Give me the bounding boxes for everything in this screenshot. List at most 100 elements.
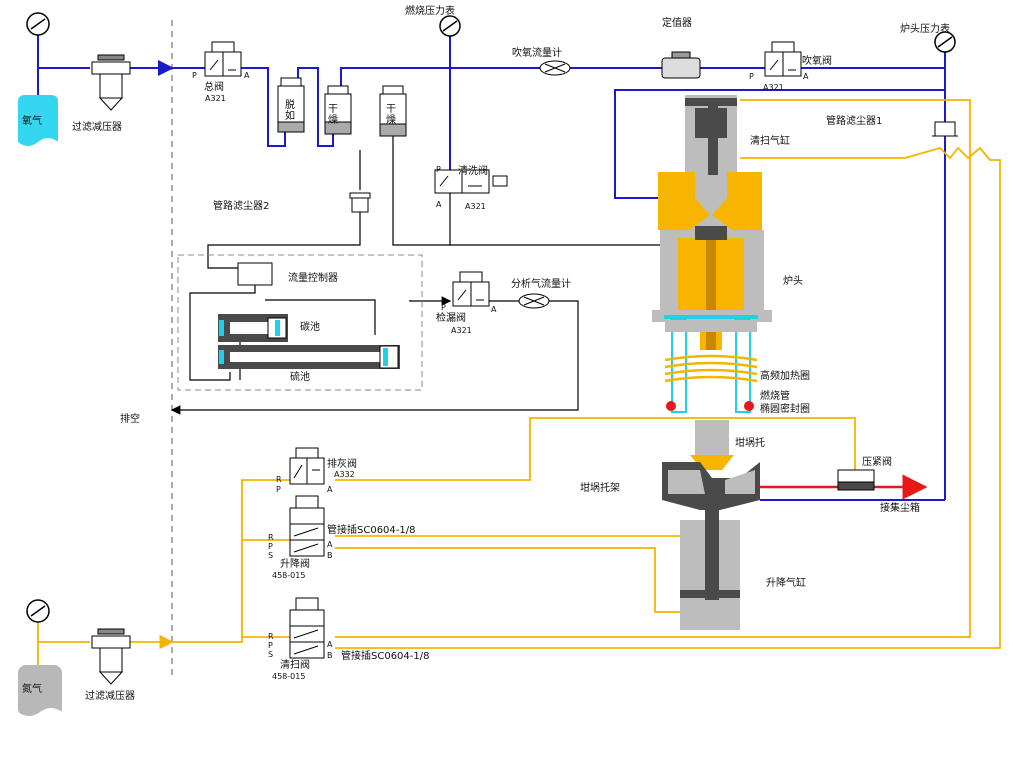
purge-valve-port-r: R: [268, 632, 274, 641]
ash-valve-icon: [289, 447, 325, 485]
nitrogen-lines: [37, 99, 1001, 665]
regulator-label: 定值器: [662, 18, 692, 29]
dryer-3-icon: [379, 85, 407, 137]
connector-1-label: 管接插SC0604-1/8: [327, 525, 416, 536]
flow-controller-label: 流量控制器: [288, 273, 338, 284]
filter-top-label: 过滤减压器: [72, 122, 122, 133]
wash-valve-port-a: A: [436, 200, 442, 209]
pipe-filter-1-label: 管路滤尘器1: [826, 116, 883, 127]
oxygen-lines: [37, 35, 946, 501]
leak-valve-icon: [452, 271, 490, 307]
main-valve-icon: [204, 41, 242, 77]
furnace-gauge-label: 炉头压力表: [900, 24, 950, 35]
combustion-tube-label: 燃烧管: [760, 391, 790, 402]
connector-2-label: 管接插SC0604-1/8: [341, 651, 430, 662]
hf-coil-label: 高频加热圈: [760, 371, 810, 382]
oxygen-gauge-icon: [26, 12, 50, 36]
carbon-cell-icon: [218, 314, 288, 342]
lift-valve-port-p: P: [268, 542, 273, 551]
blow-valve-name: 吹氧阀: [802, 56, 832, 67]
nitrogen-gauge-icon: [26, 599, 50, 623]
filter-bottom-label: 过滤减压器: [85, 691, 135, 702]
lift-valve-model: 458-015: [272, 571, 306, 580]
leak-valve-port-p: P: [441, 303, 446, 312]
blow-flowmeter-icon: [539, 60, 571, 76]
dust-box-label: 接集尘箱: [880, 503, 920, 514]
hf-coil-icon: [664, 354, 758, 383]
lift-valve-name: 升降阀: [280, 559, 310, 570]
dryer-2-label: 干 燥: [328, 104, 338, 126]
crucible-rack-label: 坩埚托架: [580, 483, 620, 494]
wash-valve-port-p: P: [436, 165, 441, 174]
oxygen-tank-label: 氧气: [22, 116, 42, 127]
analysis-box: [177, 254, 423, 391]
purge-valve-port-s: S: [268, 650, 274, 659]
crucible-support-icon: [662, 420, 760, 510]
pressure-valve-icon: [837, 469, 875, 491]
purge-valve-port-p: P: [268, 641, 273, 650]
oxygen-tank-icon: [18, 95, 58, 147]
ash-valve-port-p: P: [276, 485, 281, 494]
main-valve-name: 总阀: [204, 82, 224, 93]
analysis-lines: [170, 125, 660, 415]
combustion-gauge-icon: [439, 15, 461, 37]
wash-valve-name: 清洗阀: [458, 166, 488, 177]
ash-valve-port-a: A: [327, 485, 333, 494]
wash-valve-icon: [434, 169, 508, 194]
lift-valve-port-s: S: [268, 551, 274, 560]
pipe-filter-1-icon: [932, 121, 958, 137]
purge-valve-port-a: A: [327, 640, 333, 649]
purge-valve-name: 清扫阀: [280, 660, 310, 671]
analysis-flowmeter-label: 分析气流量计: [511, 279, 571, 290]
oring-seal-label: 椭圆密封圈: [760, 404, 810, 415]
filter-regulator-bottom-icon: [91, 628, 131, 685]
sulfur-cell-label: 硫池: [290, 372, 310, 383]
furnace-gauge-icon: [934, 31, 956, 53]
wash-valve-model: A321: [465, 202, 486, 211]
purge-cylinder-label: 清扫气缸: [750, 136, 790, 147]
blow-valve-model: A321: [763, 83, 784, 92]
dryer-1-icon: [277, 77, 305, 133]
lift-valve-port-b: B: [327, 551, 333, 560]
main-valve-port-a: A: [244, 71, 250, 80]
analysis-flowmeter-icon: [518, 293, 550, 309]
leak-valve-model: A321: [451, 326, 472, 335]
lift-cylinder-label: 升降气缸: [766, 578, 806, 589]
flow-controller-icon: [237, 262, 273, 286]
dryer-3-label: 干 燥: [386, 104, 396, 126]
leak-valve-name: 检漏阀: [436, 313, 466, 324]
pipe-filter-2-label: 管路滤尘器2: [213, 201, 270, 212]
filter-regulator-top-icon: [91, 54, 131, 111]
dryer-2-icon: [324, 85, 352, 135]
crucible-support-label: 坩埚托: [735, 438, 765, 449]
blow-valve-port-p: P: [749, 72, 754, 81]
blow-flowmeter-label: 吹氧流量计: [512, 48, 562, 59]
sulfur-cell-icon: [218, 345, 400, 369]
main-valve-model: A321: [205, 94, 226, 103]
purge-valve-model: 458-015: [272, 672, 306, 681]
blow-valve-icon: [764, 41, 802, 77]
purge-valve-port-b: B: [327, 651, 333, 660]
blow-valve-port-a: A: [803, 72, 809, 81]
lift-cylinder-icon: [680, 500, 740, 630]
ash-valve-port-r: R: [276, 475, 282, 484]
leak-valve-port-a: A: [491, 305, 497, 314]
furnace-head-label: 炉头: [783, 276, 803, 287]
exhaust-label: 排空: [120, 414, 140, 425]
pressure-valve-label: 压紧阀: [862, 457, 892, 468]
dryer-1-label: 脱 如: [285, 100, 295, 122]
purge-cylinder-icon: [685, 95, 737, 240]
ash-valve-name: 排灰阀: [327, 459, 357, 470]
carbon-cell-label: 碳池: [300, 322, 320, 333]
seal-left-icon: [666, 401, 676, 411]
seal-right-icon: [744, 401, 754, 411]
nitrogen-tank-label: 氮气: [22, 684, 42, 695]
furnace-head-icon: [652, 172, 772, 413]
purge-valve-icon: [289, 597, 325, 659]
nitrogen-tank-icon: [18, 665, 62, 718]
lift-valve-port-r: R: [268, 533, 274, 542]
lift-valve-port-a: A: [327, 540, 333, 549]
ash-valve-model: A332: [334, 470, 355, 479]
